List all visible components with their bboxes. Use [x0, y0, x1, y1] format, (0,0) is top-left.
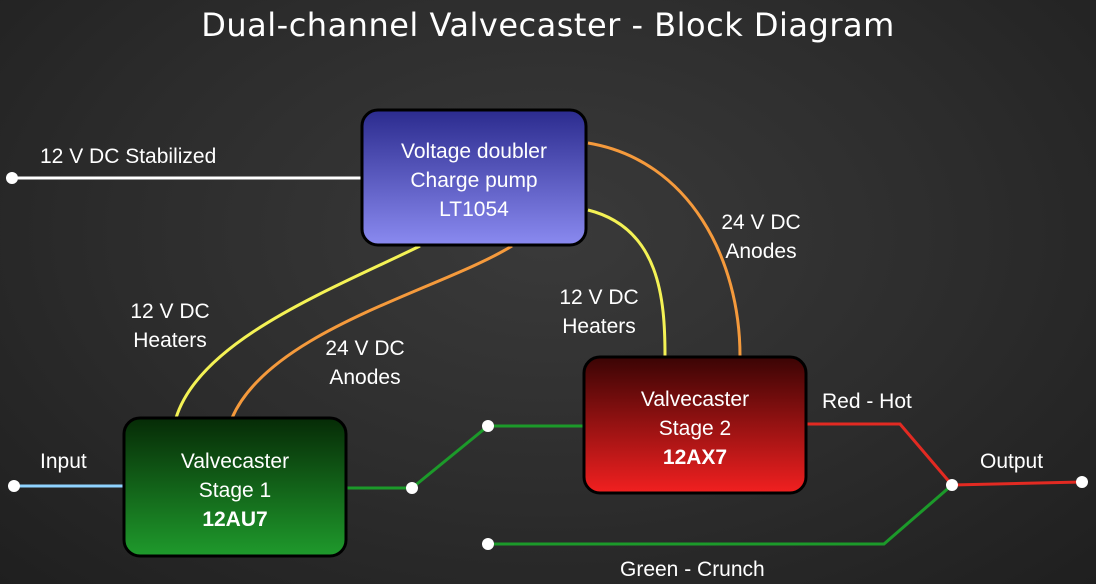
anodes-wire-stage2: [587, 141, 742, 357]
stage2-line1: Valvecaster: [641, 388, 749, 411]
stage1-line1: Valvecaster: [181, 450, 289, 473]
stage1-line3: 12AU7: [202, 508, 267, 531]
output-node: [946, 479, 958, 491]
anodes-right-label-2: Anodes: [725, 240, 796, 263]
stage1-block: Valvecaster Stage 1 12AU7: [122, 416, 348, 558]
supply-terminal: [6, 172, 18, 184]
input-terminal: [8, 480, 20, 492]
doubler-line2: Charge pump: [410, 169, 537, 192]
anodes-right-label-1: 24 V DC: [721, 211, 800, 234]
voltage-doubler-block: Voltage doubler Charge pump LT1054: [360, 108, 588, 247]
green-crunch-wire: [488, 483, 953, 546]
output-terminal: [1076, 476, 1088, 488]
heaters-wire-stage2: [587, 208, 667, 357]
stage1-line2: Stage 1: [199, 479, 271, 502]
anodes-left-label-1: 24 V DC: [325, 337, 404, 360]
green-crunch-label: Green - Crunch: [620, 558, 765, 581]
page-title: Dual-channel Valvecaster - Block Diagram: [201, 6, 895, 44]
stage2-in-node: [482, 420, 494, 432]
stage2-block: Valvecaster Stage 2 12AX7: [582, 355, 808, 495]
stage1-output-wire: [346, 424, 584, 490]
heaters-left-label-1: 12 V DC: [130, 300, 209, 323]
stage2-line3: 12AX7: [663, 446, 727, 469]
stage2-line2: Stage 2: [659, 417, 731, 440]
doubler-line1: Voltage doubler: [401, 140, 547, 163]
heaters-wire-stage1: [174, 244, 421, 419]
heaters-right-label-1: 12 V DC: [559, 286, 638, 309]
heaters-left-label-2: Heaters: [133, 329, 207, 352]
doubler-line3: LT1054: [439, 198, 509, 221]
supply-label: 12 V DC Stabilized: [40, 145, 216, 168]
output-label: Output: [980, 450, 1043, 473]
crunch-node: [482, 538, 494, 550]
stage1-out-node: [406, 482, 418, 494]
anodes-left-label-2: Anodes: [329, 366, 400, 389]
anodes-wire-stage1: [230, 244, 513, 419]
output-wire: [951, 480, 1083, 487]
red-hot-label: Red - Hot: [822, 390, 912, 413]
input-label: Input: [40, 450, 87, 473]
heaters-right-label-2: Heaters: [562, 315, 636, 338]
red-hot-wire: [806, 422, 954, 486]
